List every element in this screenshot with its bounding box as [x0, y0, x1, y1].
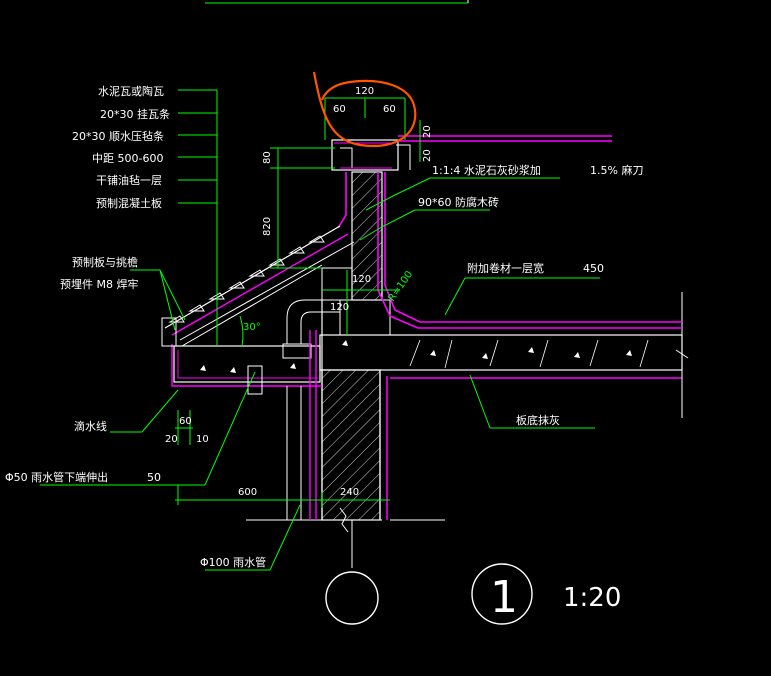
dim-10: 10	[196, 434, 209, 445]
label-tile: 水泥瓦或陶瓦	[98, 84, 164, 98]
label-outlet: Φ50 雨水管下端伸出	[5, 470, 108, 484]
label-extra-w: 450	[583, 262, 604, 275]
label-outlet-len: 50	[147, 471, 161, 484]
dimension-lines	[40, 89, 600, 571]
wall	[246, 171, 445, 568]
label-ceiling: 板底抹灰	[516, 413, 560, 427]
label-wood: 90*60 防腐木砖	[418, 195, 499, 209]
dim-820: 820	[262, 217, 273, 236]
label-slab: 预制混凝土板	[96, 196, 162, 210]
detail-number: 1	[490, 572, 518, 623]
rain-pipe	[286, 299, 340, 520]
label-spacing: 中距 500-600	[92, 152, 163, 165]
label-embed: 预埋件 M8 焊牢	[60, 277, 138, 291]
label-felt: 干铺油毡一层	[96, 173, 162, 187]
dim-80: 80	[262, 151, 273, 164]
dim-angle: 30°	[243, 322, 261, 333]
scale-label: 1:20	[563, 583, 621, 613]
markup-circle	[312, 71, 417, 148]
dim-top-60-right: 60	[383, 104, 396, 115]
right-callouts: 1:1:4 水泥石灰砂浆加 1.5% 麻刀 90*60 防腐木砖 附加卷材一层宽…	[418, 163, 643, 427]
label-plate-bind: 预制板与挑檐	[72, 255, 138, 269]
roof-membrane	[337, 135, 682, 329]
top-edge-lines	[205, 0, 469, 4]
left-callouts: 水泥瓦或陶瓦 20*30 挂瓦条 20*30 顺水压毡条 中距 500-600 …	[5, 84, 266, 569]
detail-marker: 1	[471, 563, 533, 625]
label-extra: 附加卷材一层宽	[467, 261, 544, 275]
dim-600: 600	[238, 487, 257, 498]
eave-gutter	[161, 317, 322, 395]
dim-side-20: 20	[422, 125, 433, 138]
label-drip: 滴水线	[74, 419, 107, 433]
parapet-cap	[331, 139, 411, 171]
label-pipe: Φ100 雨水管	[200, 555, 266, 569]
dim-120-a: 120	[352, 274, 371, 285]
label-counter-batten: 20*30 顺水压毡条	[72, 129, 164, 143]
section-marker-bottom	[325, 571, 379, 625]
dim-120-b: 120	[330, 302, 349, 313]
label-batten: 20*30 挂瓦条	[100, 107, 170, 121]
dim-side-20b: 20	[422, 149, 433, 162]
dim-top-120: 120	[355, 86, 374, 97]
label-hemp: 1.5% 麻刀	[590, 163, 643, 177]
dim-60: 60	[179, 416, 192, 427]
label-mortar: 1:1:4 水泥石灰砂浆加	[432, 163, 541, 177]
dim-r100: R=100	[386, 269, 415, 304]
dim-240: 240	[340, 487, 359, 498]
dim-top-60-left: 60	[333, 104, 346, 115]
dim-20: 20	[165, 434, 178, 445]
